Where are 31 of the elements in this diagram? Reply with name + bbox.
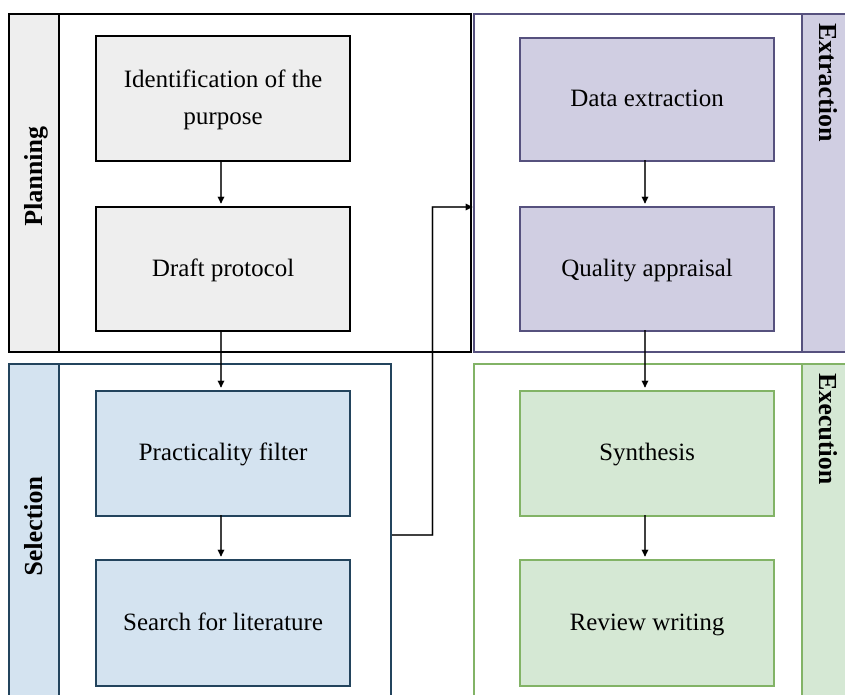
arrow [642,330,648,388]
lane-title: Extraction [814,23,840,142]
swimlane [473,363,845,695]
process-box [519,390,775,517]
process-box [95,35,351,162]
swimlane [473,13,845,353]
process-label: Synthesis [599,438,695,468]
arrow [642,160,648,204]
arrow [642,515,648,557]
process-box [519,206,775,332]
process-label: Practicality filter [138,438,308,468]
process-label: Identification of the purpose [122,65,324,132]
swimlane [8,363,392,695]
lane-title: Selection [21,476,47,576]
process-box [95,390,351,517]
process-label: Search for literature [123,608,323,638]
process-label: Quality appraisal [561,254,733,284]
arrow [218,330,224,388]
process-box [95,206,351,332]
arrow [392,204,473,536]
process-label: Data extraction [570,84,724,114]
swimlane [8,13,472,353]
process-label: Review writing [570,608,724,638]
process-label: Draft protocol [152,254,294,284]
process-box [519,37,775,162]
arrow [218,160,224,204]
lane-title: Execution [814,373,840,484]
process-box [519,559,775,687]
process-box [95,559,351,687]
arrow [218,515,224,557]
lane-title: Planning [21,126,47,226]
